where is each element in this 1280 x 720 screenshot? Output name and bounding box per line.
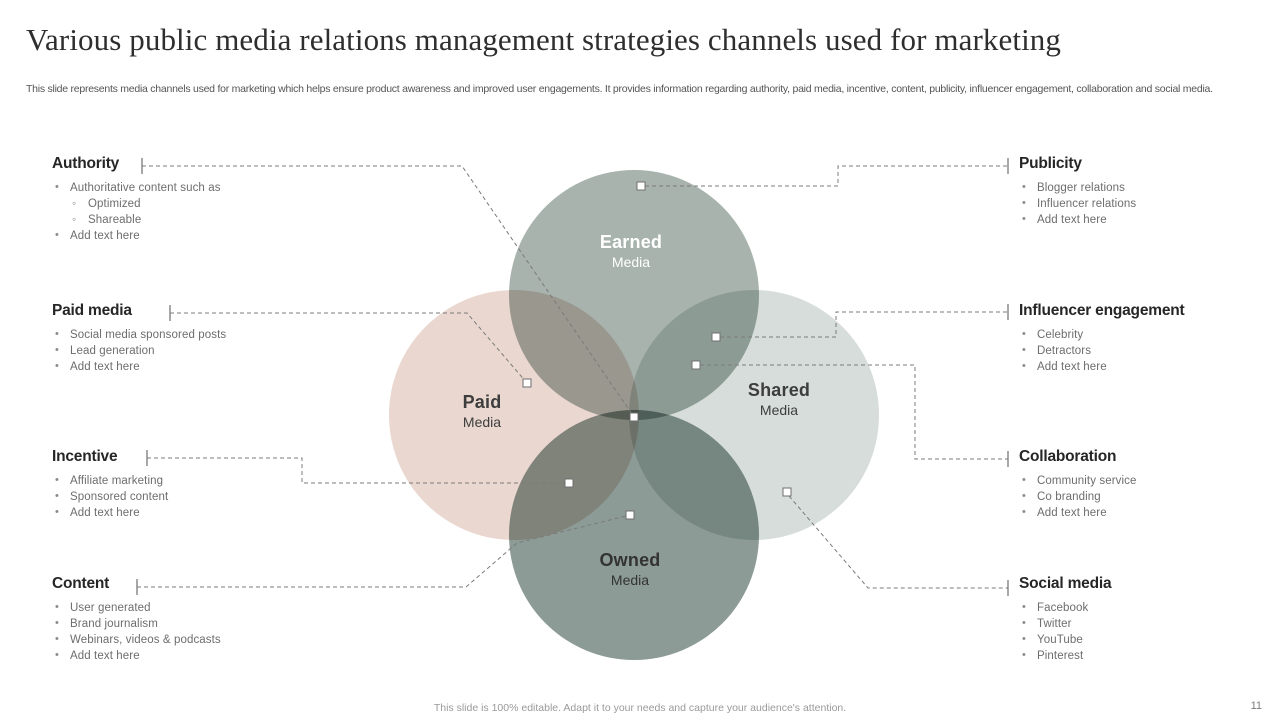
list-item: Lead generation [52,342,282,359]
list-item: Optimized [52,195,312,212]
connector-node-influencer [711,332,721,342]
block-collaboration: Collaboration Community service Co brand… [1019,448,1259,521]
block-incentive-heading: Incentive [52,448,118,465]
connector-influencer [720,311,1008,338]
list-item: Co branding [1019,488,1259,505]
connector-publicity [645,165,1008,187]
block-paid-media-list: Social media sponsored posts Lead genera… [52,326,282,375]
list-item: Pinterest [1019,647,1259,664]
list-item: Blogger relations [1019,179,1259,196]
block-collaboration-list: Community service Co branding Add text h… [1019,472,1259,521]
connector-node-incentive [564,478,574,488]
list-item: Add text here [1019,358,1269,375]
list-item: Add text here [1019,211,1259,228]
block-content-heading: Content [52,575,110,592]
list-item: Facebook [1019,599,1259,616]
list-item: Influencer relations [1019,195,1259,212]
block-social-media-list: Facebook Twitter YouTube Pinterest [1019,599,1259,664]
page-title: Various public media relations managemen… [26,22,1061,57]
list-item: Add text here [52,227,312,244]
page-subtitle: This slide represents media channels use… [26,83,1213,95]
block-publicity-list: Blogger relations Influencer relations A… [1019,179,1259,228]
connector-node-paid-media [522,378,532,388]
connector-incentive [147,457,569,484]
block-influencer-engagement: Influencer engagement Celebrity Detracto… [1019,302,1269,375]
block-incentive: Incentive Affiliate marketing Sponsored … [52,448,292,521]
list-item: Add text here [52,647,312,664]
list-item: Sponsored content [52,488,292,505]
connector-node-center [629,412,639,422]
block-authority-list: Authoritative content such as Optimized … [52,179,312,244]
list-item: Authoritative content such as [52,179,312,196]
list-item: Affiliate marketing [52,472,292,489]
connector-node-collaboration [691,360,701,370]
list-item: Twitter [1019,615,1259,632]
block-content: Content User generated Brand journalism … [52,575,312,664]
list-item: Celebrity [1019,326,1269,343]
list-item: Detractors [1019,342,1269,359]
list-item: Add text here [52,358,282,375]
block-paid-media-heading: Paid media [52,302,132,319]
connector-node-social-media [782,487,792,497]
list-item: YouTube [1019,631,1259,648]
connector-collaboration [700,364,1008,460]
block-influencer-engagement-heading: Influencer engagement [1019,302,1185,319]
block-social-media: Social media Facebook Twitter YouTube Pi… [1019,575,1259,664]
list-item: Community service [1019,472,1259,489]
list-item: Social media sponsored posts [52,326,282,343]
list-item: Add text here [52,504,292,521]
block-authority-heading: Authority [52,155,120,172]
connector-social-media [788,495,1008,589]
connector-authority [142,165,635,418]
list-item: User generated [52,599,312,616]
connector-paid-media [170,312,528,384]
connector-node-content [625,510,635,520]
block-incentive-list: Affiliate marketing Sponsored content Ad… [52,472,292,521]
footer-note: This slide is 100% editable. Adapt it to… [433,702,847,714]
list-item: Add text here [1019,504,1259,521]
block-social-media-heading: Social media [1019,575,1112,592]
block-authority: Authority Authoritative content such as … [52,155,312,244]
block-publicity-heading: Publicity [1019,155,1082,172]
connector-node-publicity [636,181,646,191]
block-influencer-engagement-list: Celebrity Detractors Add text here [1019,326,1269,375]
list-item: Shareable [52,211,312,228]
block-publicity: Publicity Blogger relations Influencer r… [1019,155,1259,228]
connector-content [137,514,631,588]
block-paid-media: Paid media Social media sponsored posts … [52,302,282,375]
page-number: 11 [1250,700,1262,712]
block-content-list: User generated Brand journalism Webinars… [52,599,312,664]
block-collaboration-heading: Collaboration [1019,448,1117,465]
list-item: Webinars, videos & podcasts [52,631,312,648]
list-item: Brand journalism [52,615,312,632]
